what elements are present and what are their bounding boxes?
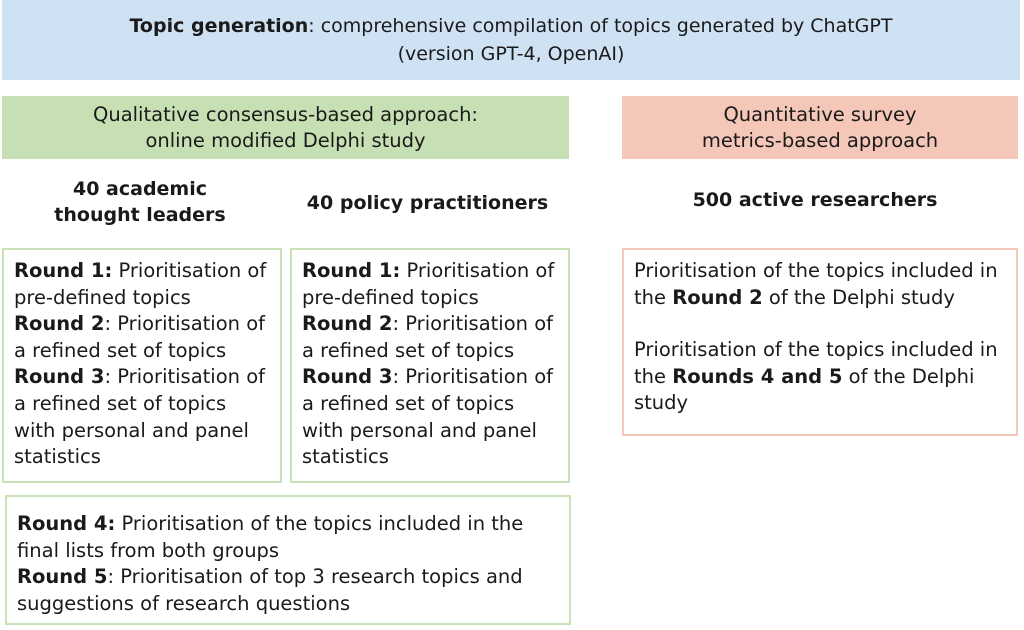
joint-rounds-panel: Round 4: Prioritisation of the topics in…	[5, 495, 571, 625]
quantitative-line-2: metrics-based approach	[701, 128, 939, 152]
academic-round-3: Round 3: Prioritisation of a refined set…	[14, 364, 272, 470]
round-4: Round 4: Prioritisation of the topics in…	[17, 511, 561, 564]
group-policy-title: 40 policy practitioners	[306, 192, 549, 214]
policy-round-2: Round 2: Prioritisation of a refined set…	[302, 311, 560, 364]
round-2-text: : Prioritisation of a refined set of top…	[14, 312, 266, 362]
round-2-text: : Prioritisation of a refined set of top…	[302, 312, 554, 362]
round-2-label: Round 2	[14, 312, 105, 336]
survey-item-2: Prioritisation of the topics included in…	[634, 337, 1008, 417]
academic-rounds-panel: Round 1: Prioritisation of pre-defined t…	[2, 248, 282, 483]
banner-line-2: (version GPT-4, OpenAI)	[397, 43, 625, 65]
round-4-label: Round 4:	[17, 512, 116, 535]
qualitative-line-1: Qualitative consensus-based approach:	[92, 102, 478, 126]
survey-2-pre: Prioritisation of the topics included in…	[634, 338, 998, 388]
group-researchers-title: 500 active researchers	[692, 189, 938, 211]
qualitative-line-2: online modified Delphi study	[145, 128, 426, 152]
round-1-label: Round 1:	[302, 259, 401, 282]
policy-rounds-panel: Round 1: Prioritisation of pre-defined t…	[290, 248, 570, 483]
round-3-text: : Prioritisation of a refined set of top…	[14, 365, 266, 469]
policy-round-1: Round 1: Prioritisation of pre-defined t…	[302, 258, 560, 311]
group-academic-title: 40 academic thought leaders	[20, 176, 260, 228]
banner-line-1: Topic generation: comprehensive compilat…	[130, 12, 893, 40]
round-1-text: Prioritisation of pre-defined topics	[14, 259, 267, 309]
survey-1-bold: Round 2	[672, 285, 763, 309]
round-2-label: Round 2	[302, 312, 393, 336]
survey-panel: Prioritisation of the topics included in…	[622, 248, 1018, 436]
quantitative-approach-header: Quantitative survey metrics-based approa…	[622, 96, 1018, 159]
round-3-label: Round 3	[302, 365, 393, 389]
academic-round-2: Round 2: Prioritisation of a refined set…	[14, 311, 272, 364]
survey-1-post: of the Delphi study	[762, 285, 955, 309]
qualitative-approach-header: Qualitative consensus-based approach: on…	[2, 96, 569, 159]
round-1-label: Round 1:	[14, 259, 113, 282]
round-5-text: : Prioritisation of top 3 research topic…	[17, 565, 523, 615]
survey-1-pre: Prioritisation of the topics included in…	[634, 259, 998, 309]
round-3-label: Round 3	[14, 365, 105, 389]
quantitative-line-1: Quantitative survey	[723, 102, 917, 126]
round-5-label: Round 5	[17, 565, 108, 589]
survey-2-post: of the Delphi study	[634, 364, 975, 415]
academic-round-1: Round 1: Prioritisation of pre-defined t…	[14, 258, 272, 311]
policy-round-3: Round 3: Prioritisation of a refined set…	[302, 364, 560, 470]
round-5: Round 5: Prioritisation of top 3 researc…	[17, 564, 561, 617]
group-academic-line-2: thought leaders	[54, 204, 226, 226]
round-1-text: Prioritisation of pre-defined topics	[302, 259, 555, 309]
round-3-text: : Prioritisation of a refined set of top…	[302, 365, 554, 469]
banner-text: : comprehensive compilation of topics ge…	[308, 15, 893, 37]
group-academic-line-1: 40 academic	[72, 178, 208, 200]
round-4-text: Prioritisation of the topics included in…	[17, 512, 524, 562]
survey-2-bold: Rounds 4 and 5	[672, 364, 843, 388]
survey-item-1: Prioritisation of the topics included in…	[634, 258, 1008, 311]
banner-bold: Topic generation	[129, 15, 309, 37]
topic-generation-banner: Topic generation: comprehensive compilat…	[2, 0, 1020, 80]
